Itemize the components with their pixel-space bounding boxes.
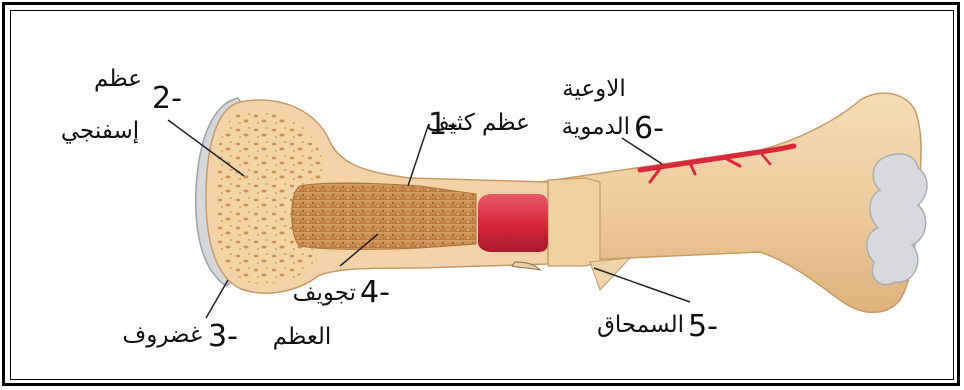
leader-line-periosteum bbox=[594, 268, 690, 302]
label-vessels-line2: الدموية bbox=[562, 114, 630, 140]
label-number-cavity: 4- bbox=[360, 275, 390, 310]
periosteum-sheath bbox=[548, 178, 600, 266]
medullary-cavity bbox=[292, 183, 476, 249]
label-number-spongy: 2- bbox=[152, 81, 182, 116]
label-periosteum: السمحاق bbox=[597, 312, 684, 338]
leader-line-compact bbox=[408, 126, 428, 186]
label-number-periosteum: 5- bbox=[688, 309, 718, 344]
leader-line-cartilage bbox=[206, 280, 228, 318]
label-compact-bone: عظم كثيف bbox=[426, 110, 530, 136]
label-spongy-line2: إسفنجي bbox=[61, 118, 139, 144]
label-number-cartilage: 3- bbox=[208, 319, 238, 354]
red-marrow bbox=[478, 194, 548, 252]
label-vessels-line1: الاوعية bbox=[562, 76, 626, 102]
label-cavity-line1: تجويف bbox=[293, 280, 356, 306]
distal-cartilage bbox=[867, 154, 927, 285]
label-cartilage: غضروف bbox=[122, 322, 202, 348]
label-number-vessels: 6- bbox=[634, 111, 664, 146]
label-spongy-line1: عظم bbox=[94, 66, 142, 92]
label-cavity-line2: العظم bbox=[273, 324, 332, 350]
